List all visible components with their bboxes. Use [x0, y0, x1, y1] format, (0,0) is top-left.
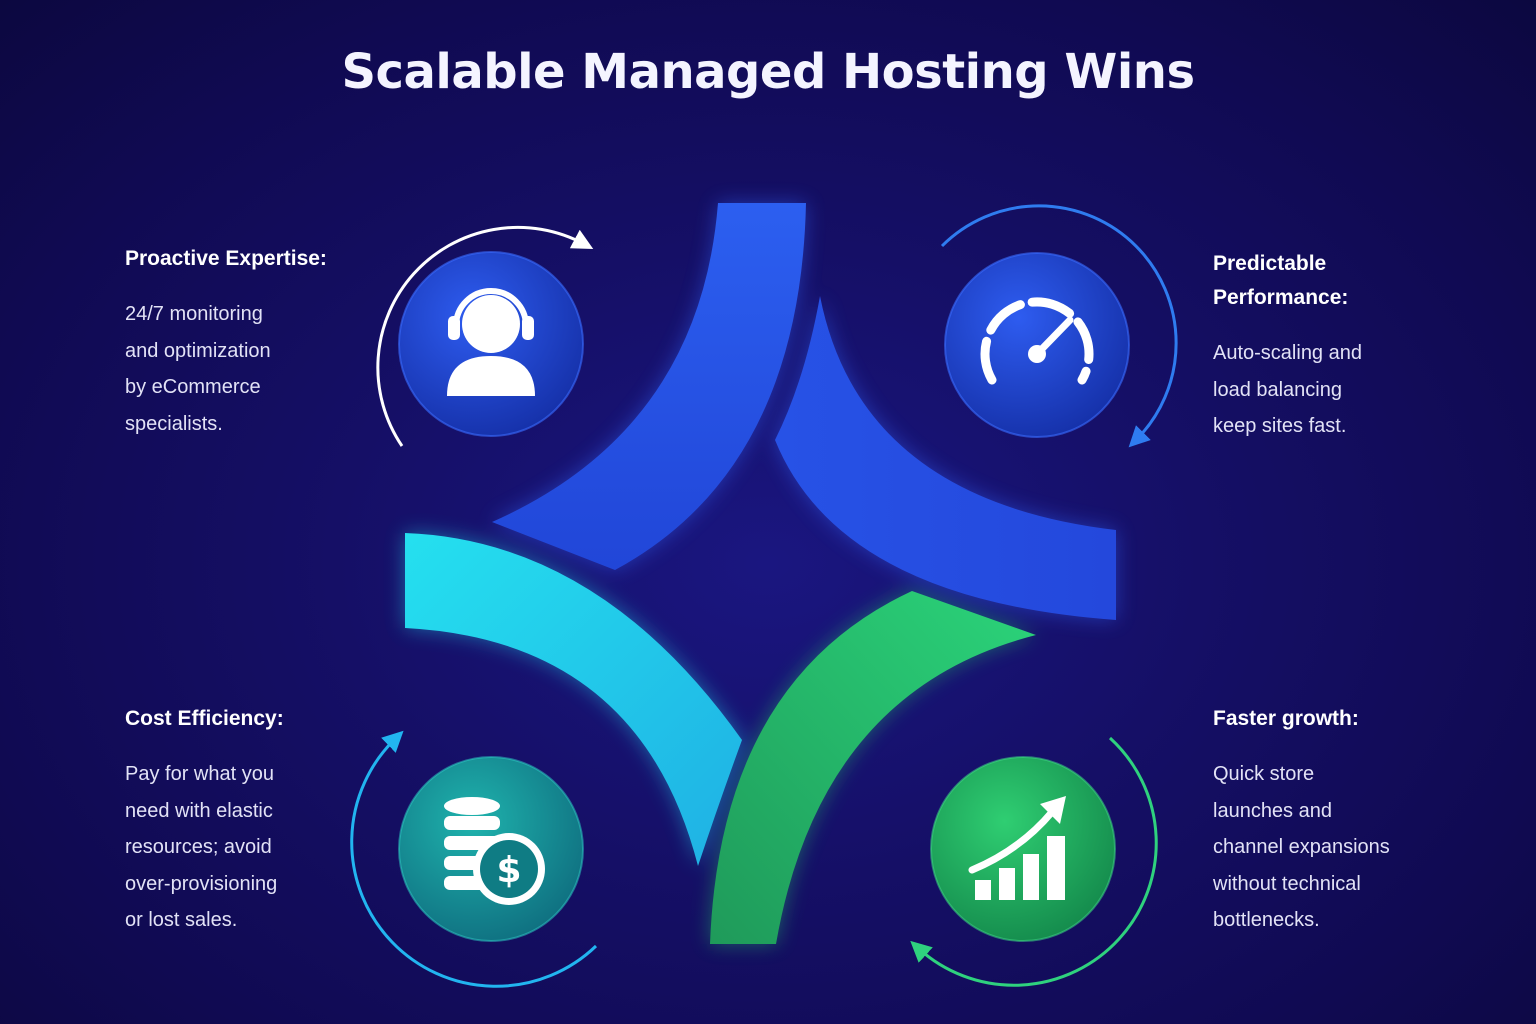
feature-heading: Cost Efficiency:	[125, 707, 284, 730]
feature-description: Auto-scaling and load balancing keep sit…	[1213, 342, 1362, 437]
petal-bottom-right	[710, 591, 1036, 944]
cycle-arrow-bottom-right	[910, 736, 1158, 987]
page-title: Scalable Managed Hosting Wins	[341, 44, 1195, 100]
coins-dollar-icon: $	[398, 756, 584, 942]
feature-proactive-expertise: Proactive Expertise: 24/7 monitoring and…	[125, 242, 425, 442]
petal-bottom-left	[405, 533, 742, 866]
feature-predictable-performance: Predictable Performance: Auto-scaling an…	[1213, 247, 1513, 445]
growth-chart-icon	[930, 756, 1116, 942]
feature-description: 24/7 monitoring and optimization by eCom…	[125, 303, 271, 435]
feature-cost-efficiency: Cost Efficiency: Pay for what you need w…	[125, 702, 425, 939]
speedometer-icon	[944, 252, 1130, 438]
feature-description: Pay for what you need with elastic resou…	[125, 763, 278, 931]
feature-description: Quick store launches and channel expansi…	[1213, 763, 1390, 931]
feature-faster-growth: Faster growth: Quick store launches and …	[1213, 702, 1513, 939]
cycle-arrow-bottom-left	[350, 730, 598, 988]
petal-top-left	[492, 203, 806, 570]
headset-support-icon	[398, 251, 584, 437]
svg-text:$: $	[496, 850, 521, 891]
cycle-arrow-top-left	[376, 225, 594, 447]
feature-heading: Predictable Performance:	[1213, 252, 1349, 309]
cycle-arrow-top-right	[940, 204, 1178, 448]
feature-heading: Faster growth:	[1213, 707, 1359, 730]
petal-top-right	[775, 296, 1116, 620]
feature-heading: Proactive Expertise:	[125, 247, 327, 270]
